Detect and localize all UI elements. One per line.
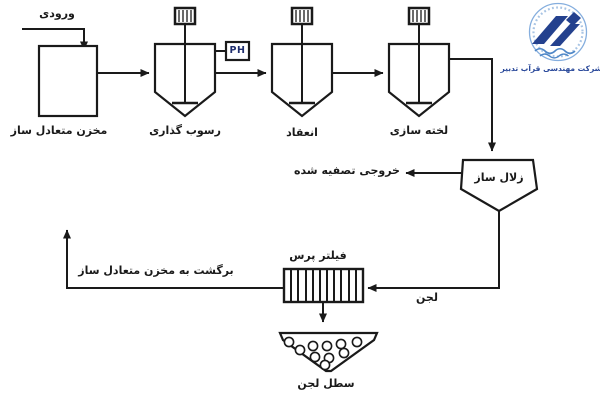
sludge-bucket-shape xyxy=(278,331,379,373)
ph-box-label: PH xyxy=(229,45,246,56)
treated-output-label: خروجی تصفیه شده xyxy=(293,164,400,177)
coagulation-tank-shape xyxy=(270,6,334,118)
ph-box-shape xyxy=(215,40,251,62)
sludge-line-label: لجن xyxy=(416,291,438,304)
sedimentation-tank-shape xyxy=(153,6,217,118)
filter-press-plates xyxy=(290,269,357,302)
flocculation-to-clarifier-line xyxy=(449,58,496,152)
filter-press-label: فیلتر پرس xyxy=(289,249,347,262)
equalization-tank-label: مخزن متعادل ساز xyxy=(10,124,108,137)
return-line-label: برگشت به مخزن متعادل ساز xyxy=(78,264,234,277)
mixer-motor-icon xyxy=(173,6,197,26)
clarifier-label: زلال ساز xyxy=(474,171,524,184)
flocculation-tank-shape xyxy=(387,6,451,118)
logo-circle xyxy=(528,2,588,62)
inlet-label: ورودی xyxy=(39,7,75,20)
sludge-particles xyxy=(283,336,363,371)
sludge-bucket-label: سطل لجن xyxy=(297,377,355,390)
company-name-label: شرکت مهندسی قرآب تدبیر xyxy=(500,64,600,73)
equalization-tank-shape xyxy=(37,44,99,118)
logo-emblem-icon xyxy=(532,12,581,46)
return-line xyxy=(63,229,284,289)
inlet-line xyxy=(22,28,88,51)
sedimentation-tank-label: رسوب گذاری xyxy=(149,124,221,137)
company-logo xyxy=(528,2,588,62)
mixer-motor-icon xyxy=(290,6,314,26)
filter-press-shape xyxy=(282,267,365,304)
clarifier-shape xyxy=(459,158,539,213)
mixer-motor-icon xyxy=(407,6,431,26)
coagulation-tank-label: انعقاد xyxy=(286,126,318,139)
flow-lines xyxy=(22,28,500,323)
flocculation-tank-label: لخته سازی xyxy=(389,124,449,137)
sludge-to-filterpress-line xyxy=(367,211,500,292)
logo-waves-icon xyxy=(534,47,576,59)
